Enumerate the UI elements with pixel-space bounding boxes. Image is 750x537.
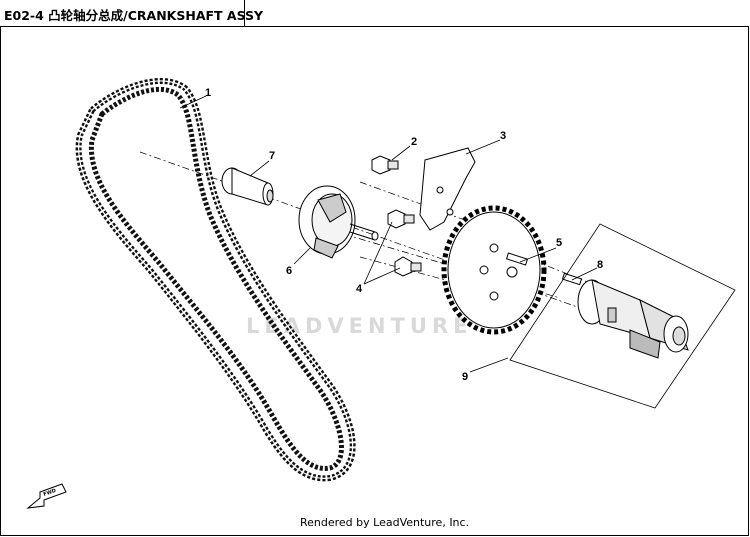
callout-3: 3 [500,130,506,142]
title-box: E02-4 凸轮轴分总成/CRANKSHAFT ASSY [0,0,263,27]
hub-6 [298,185,379,259]
bolt-2 [371,155,399,175]
watermark: LEADVENTURE [246,314,473,338]
camshaft-assy-9 [509,223,736,409]
callout-5: 5 [556,237,562,249]
bolt-4a [387,209,415,229]
timing-chain [75,77,356,482]
callout-4: 4 [356,283,363,295]
shaft-7 [221,167,274,206]
page-title: E02-4 凸轮轴分总成/CRANKSHAFT ASSY [4,8,264,23]
pin-5 [505,252,529,266]
pin-8 [561,272,583,286]
cam-sprocket [441,205,547,335]
footer-credit: Rendered by LeadVenture, Inc. [300,516,470,529]
fwd-arrow-icon: FWD [26,483,67,509]
callout-9: 9 [462,371,468,383]
plate-3 [419,147,476,231]
callout-1: 1 [205,87,211,99]
bolt-4b [394,256,422,277]
callout-2: 2 [411,136,417,148]
leader-lines [179,95,598,373]
callout-6: 6 [286,265,292,277]
callout-8: 8 [597,259,603,271]
callout-7: 7 [269,150,275,162]
fwd-label: FWD [43,488,57,498]
